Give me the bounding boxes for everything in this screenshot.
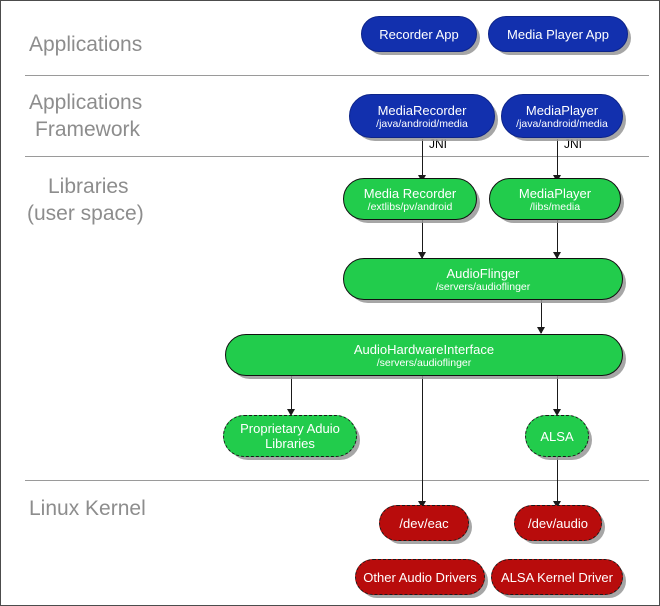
layer-label-applications: Applications bbox=[29, 33, 143, 56]
connector-mediaplayer-to-mediaplayer-lib bbox=[557, 139, 558, 181]
node-alsa[interactable]: ALSA bbox=[525, 415, 589, 457]
node-audiohardwareinterface[interactable]: AudioHardwareInterface /servers/audiofli… bbox=[225, 334, 623, 376]
node-title: Other Audio Drivers bbox=[363, 569, 477, 585]
node-dev-eac[interactable]: /dev/eac bbox=[379, 505, 469, 541]
connector-alsa-to-dev-audio bbox=[557, 457, 558, 505]
node-title: /dev/eac bbox=[399, 515, 449, 531]
layer-label-linux-kernel: Linux Kernel bbox=[29, 497, 146, 520]
node-title: AudioHardwareInterface bbox=[353, 341, 495, 357]
node-title: ALSA bbox=[540, 428, 574, 444]
arrowhead-audioflinger-left bbox=[417, 252, 426, 259]
node-title: MediaPlayer bbox=[525, 102, 599, 118]
connector-audioflinger-to-audiohardwareinterface bbox=[541, 300, 542, 333]
layer-label-libraries-line1: Libraries bbox=[48, 175, 129, 198]
edge-label-jni-player: JNI bbox=[564, 137, 582, 151]
connector-mediarecorder-to-media-recorder-lib bbox=[422, 139, 423, 181]
arrowhead-alsa bbox=[552, 409, 561, 416]
node-other-audio-drivers[interactable]: Other Audio Drivers bbox=[355, 559, 485, 595]
node-media-recorder-lib[interactable]: Media Recorder /extlibs/pv/android bbox=[343, 178, 477, 220]
node-mediarecorder-framework[interactable]: MediaRecorder /java/android/media bbox=[349, 94, 495, 138]
node-title: AudioFlinger bbox=[446, 265, 520, 281]
node-title: Recorder App bbox=[379, 26, 459, 42]
node-subtitle: /servers/audioflinger bbox=[435, 280, 531, 293]
node-title: Media Player App bbox=[507, 26, 609, 42]
edge-label-jni-recorder: JNI bbox=[429, 137, 447, 151]
connector-media-recorder-lib-to-audioflinger bbox=[422, 220, 423, 258]
arrowhead-proprietary-audio-libraries bbox=[286, 409, 295, 416]
node-title: /dev/audio bbox=[528, 515, 588, 531]
node-recorder-app[interactable]: Recorder App bbox=[361, 16, 477, 52]
node-dev-audio[interactable]: /dev/audio bbox=[514, 505, 602, 541]
node-subtitle: /extlibs/pv/android bbox=[367, 200, 453, 213]
arrowhead-audiohardwareinterface bbox=[536, 327, 545, 334]
connector-audiohardwareinterface-to-proprietary-audio-libraries bbox=[291, 376, 292, 414]
node-proprietary-audio-libraries[interactable]: Proprietary Aduio Libraries bbox=[223, 415, 357, 457]
layer-label-libraries-line2: (user space) bbox=[27, 202, 144, 225]
node-subtitle: /servers/audioflinger bbox=[376, 356, 472, 369]
node-title: MediaPlayer bbox=[518, 185, 592, 201]
connector-audiohardwareinterface-to-dev-eac bbox=[422, 376, 423, 506]
connector-audiohardwareinterface-to-alsa bbox=[557, 376, 558, 414]
node-alsa-kernel-driver[interactable]: ALSA Kernel Driver bbox=[491, 559, 623, 595]
connector-mediaplayer-lib-to-audioflinger bbox=[557, 220, 558, 258]
layer-label-applications-framework-line2: Framework bbox=[35, 118, 141, 141]
separator-linux-kernel bbox=[25, 480, 649, 481]
node-subtitle: /java/android/media bbox=[376, 117, 468, 130]
separator-applications-framework bbox=[25, 156, 649, 157]
node-title: MediaRecorder bbox=[377, 102, 467, 118]
layer-label-applications-framework-line1: Applications bbox=[29, 91, 143, 114]
node-subtitle: /libs/media bbox=[529, 200, 581, 213]
node-title: Proprietary Aduio Libraries bbox=[240, 421, 340, 451]
arrowhead-audioflinger-right bbox=[552, 252, 561, 259]
node-media-player-app[interactable]: Media Player App bbox=[488, 16, 628, 52]
node-title: ALSA Kernel Driver bbox=[501, 569, 613, 585]
separator-applications bbox=[25, 75, 649, 76]
node-subtitle: /java/android/media bbox=[516, 117, 608, 130]
node-audioflinger[interactable]: AudioFlinger /servers/audioflinger bbox=[343, 258, 623, 300]
node-title: Media Recorder bbox=[363, 185, 457, 201]
node-mediaplayer-framework[interactable]: MediaPlayer /java/android/media bbox=[501, 94, 623, 138]
node-mediaplayer-lib[interactable]: MediaPlayer /libs/media bbox=[489, 178, 621, 220]
